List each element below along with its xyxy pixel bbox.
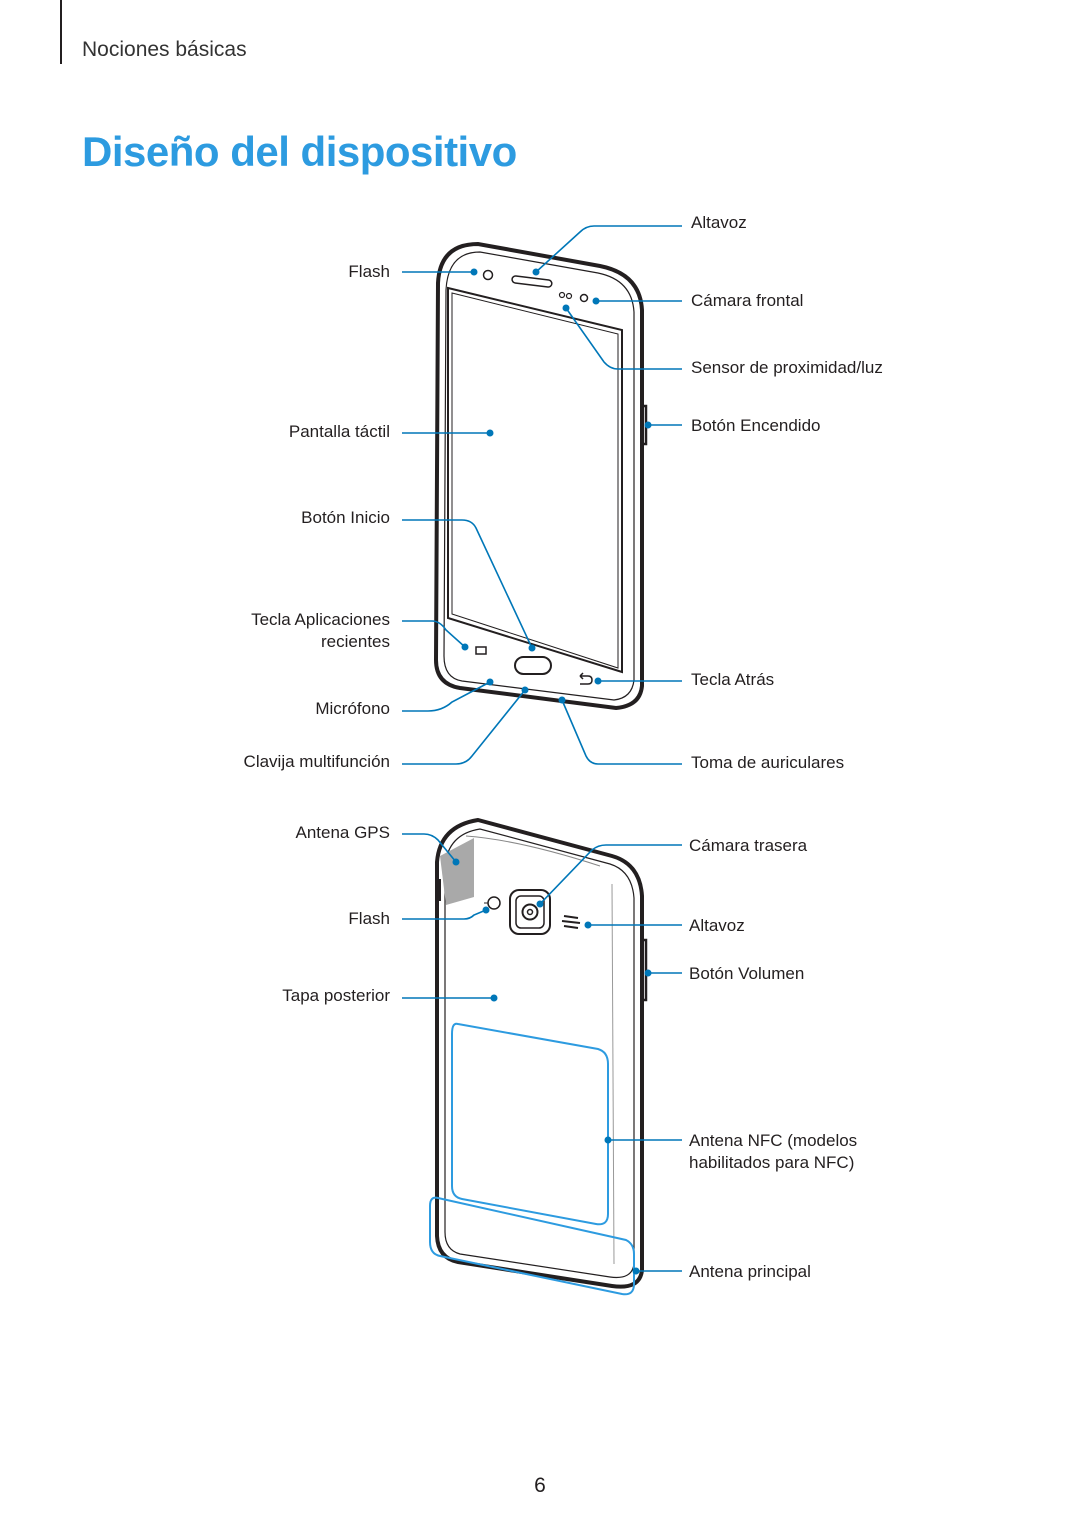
label-back-key: Tecla Atrás [691, 670, 775, 689]
label-home-button: Botón Inicio [301, 508, 390, 527]
label-volume-button: Botón Volumen [689, 964, 805, 983]
label-back-cover: Tapa posterior [282, 986, 390, 1005]
front-camera-icon [579, 293, 589, 303]
label-microphone: Micrófono [315, 699, 390, 718]
home-button-icon [514, 656, 552, 675]
label-front-flash: Flash [348, 262, 390, 281]
label-front-speaker: Altavoz [691, 213, 747, 232]
label-nfc-antenna-2: habilitados para NFC) [689, 1153, 855, 1172]
rear-camera-icon [521, 903, 539, 921]
volume-key [641, 938, 648, 1002]
label-nfc-antenna-1: Antena NFC (modelos [689, 1131, 858, 1150]
label-proximity-sensor: Sensor de proximidad/luz [691, 358, 883, 377]
gps-antenna-area [440, 838, 474, 905]
back-key-icon [579, 672, 593, 685]
page-title: Diseño del dispositivo [82, 128, 517, 175]
rear-camera-housing [509, 889, 551, 935]
front-flash-icon [482, 269, 494, 281]
label-recent-apps-2: recientes [321, 632, 390, 651]
page-number: 6 [534, 1474, 546, 1497]
label-front-camera: Cámara frontal [691, 291, 804, 310]
nfc-antenna-area [451, 1022, 609, 1226]
label-rear-flash: Flash [348, 909, 390, 928]
label-recent-apps-1: Tecla Aplicaciones [251, 610, 390, 629]
rear-speaker-icon [561, 915, 581, 929]
label-multipurpose-jack: Clavija multifunción [243, 752, 390, 771]
main-antenna-area [429, 1196, 635, 1296]
label-rear-speaker: Altavoz [689, 916, 745, 935]
earpiece-grille [511, 275, 553, 288]
label-touchscreen: Pantalla táctil [288, 422, 390, 441]
rear-flash-icon [487, 896, 501, 910]
label-rear-camera: Cámara trasera [689, 836, 808, 855]
label-power-button: Botón Encendido [691, 416, 821, 435]
recent-apps-icon [475, 646, 487, 655]
leader-lines [402, 225, 682, 1272]
label-main-antenna: Antena principal [689, 1262, 811, 1281]
front-phone [433, 241, 648, 711]
back-phone [429, 817, 648, 1296]
label-headset-jack: Toma de auriculares [691, 753, 845, 772]
header-rule [60, 0, 62, 64]
section-title: Nociones básicas [82, 38, 247, 61]
label-gps-antenna: Antena GPS [295, 823, 390, 842]
leader-dots [452, 268, 652, 1275]
